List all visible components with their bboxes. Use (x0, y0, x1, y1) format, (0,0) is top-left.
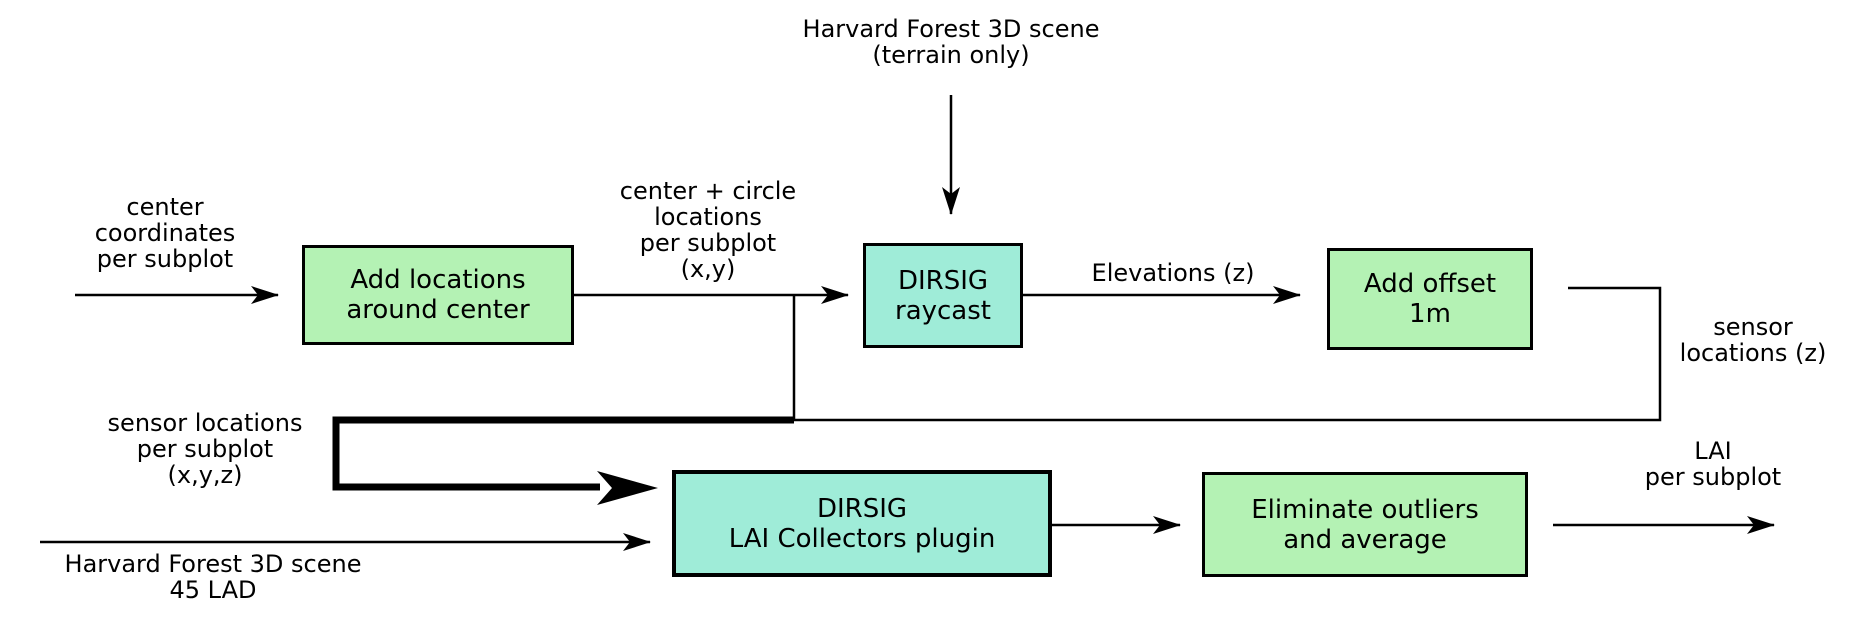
edge-sensor-z-feedback (794, 286, 1662, 422)
label-elevations-z: Elevations (z) (1091, 259, 1255, 287)
label-sensor-locations-xyz: sensor locations per subplot (x,y,z) (107, 409, 303, 489)
label-harvard-forest-45-lad: Harvard Forest 3D scene 45 LAD (64, 550, 362, 604)
node-dirsig-raycast: DIRSIG raycast (863, 243, 1023, 348)
edge-sensor-xyz-thick-arrowhead (597, 471, 658, 505)
node-eliminate-outliers-and-average: Eliminate outliers and average (1202, 472, 1528, 577)
node-dirsig-lai-collectors-plugin: DIRSIG LAI Collectors plugin (672, 470, 1052, 577)
edge-sensor-xyz-thick (332, 416, 794, 491)
node-add-locations-around-center: Add locations around center (302, 245, 574, 345)
node-add-offset-1m: Add offset 1m (1327, 248, 1533, 350)
label-center-circle-locations: center + circle locations per subplot (x… (619, 177, 797, 283)
label-lai-per-subplot: LAI per subplot (1644, 437, 1782, 491)
label-harvard-forest-terrain: Harvard Forest 3D scene (terrain only) (802, 15, 1100, 69)
label-sensor-locations-z: sensor locations (z) (1679, 313, 1827, 367)
label-center-coordinates: center coordinates per subplot (94, 193, 236, 273)
